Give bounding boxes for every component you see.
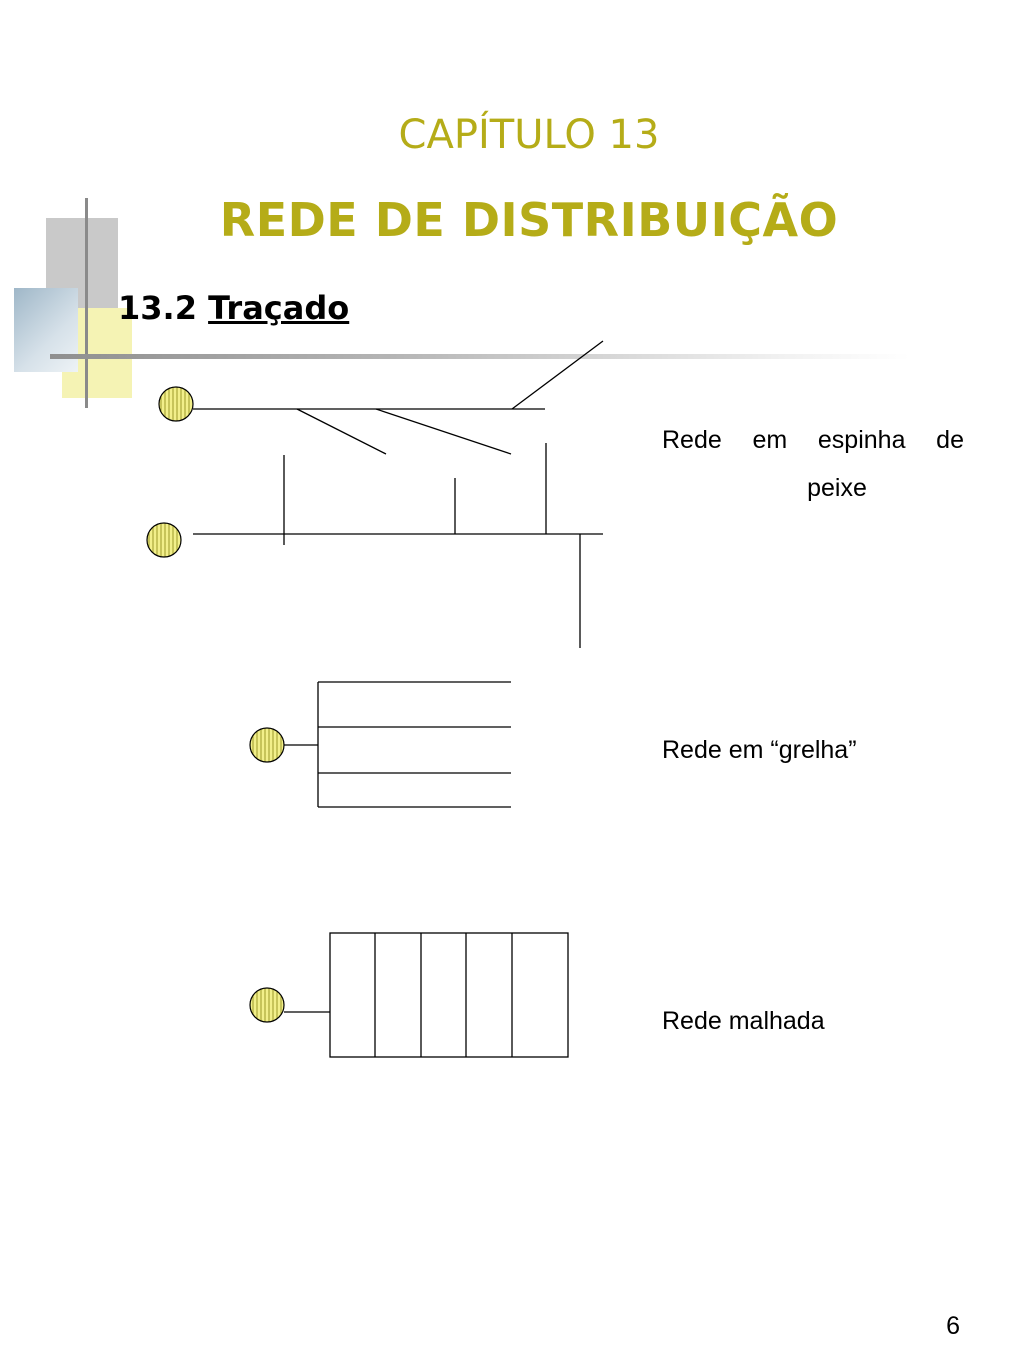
fishbone-branch — [511, 340, 604, 410]
section-number: 13.2 — [118, 289, 197, 327]
decorative-horizontal-rule — [50, 354, 910, 359]
section-title: Traçado — [208, 289, 350, 327]
source-node-grid — [249, 727, 285, 763]
mesh-outline — [329, 932, 569, 1058]
decorative-vertical-line — [85, 198, 88, 408]
section-heading: 13.2 Traçado — [118, 288, 349, 328]
source-node-fishbone-upper — [158, 386, 194, 422]
fishbone-branch — [296, 408, 387, 455]
source-node-fishbone-lower — [146, 522, 182, 558]
mesh-label: Rede malhada — [662, 1007, 825, 1035]
page-number: 6 — [946, 1312, 960, 1340]
fishbone-branch — [375, 408, 512, 455]
fishbone-label: Rede em espinha de — [662, 426, 964, 454]
grid-label: Rede em “grelha” — [662, 736, 857, 764]
fishbone-network — [193, 340, 604, 648]
mesh-network — [284, 932, 569, 1058]
page-title: REDE DE DISTRIBUIÇÃO — [219, 193, 839, 247]
fishbone-label-continued: peixe — [807, 474, 867, 502]
chapter-heading: CAPÍTULO 13 — [398, 112, 660, 158]
grid-network — [284, 681, 511, 808]
source-node-mesh — [249, 987, 285, 1023]
